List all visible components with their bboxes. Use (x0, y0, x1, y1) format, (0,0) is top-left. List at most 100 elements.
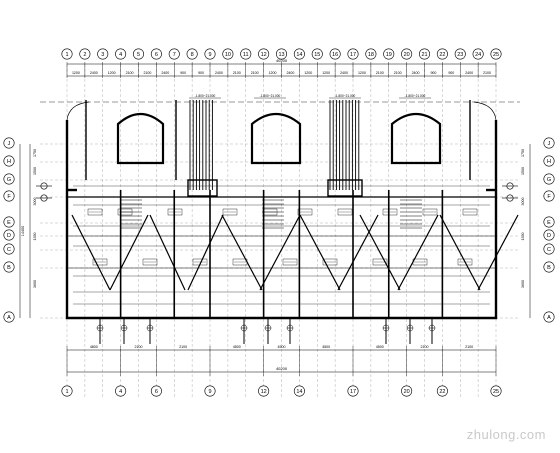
stair-diagonal (397, 214, 439, 291)
bottom-segment-dim: 2100 (421, 345, 429, 349)
bottom-segment-dim: 4500 (278, 345, 286, 349)
bottom-axis-bubble-label: 9 (208, 389, 211, 395)
top-axis-bubble-label: 1 (65, 52, 68, 58)
top-axis-bubble-label: 7 (173, 52, 176, 58)
bottom-segment-dim: 4500 (376, 345, 384, 349)
equipment-tag (457, 258, 473, 266)
top-segment-dim: 2400 (215, 71, 223, 75)
equipment-tag (422, 208, 438, 216)
left-axis-bubble-label: F (7, 194, 11, 200)
left-dim: 1500 (33, 167, 37, 175)
top-axis-bubble-label: 20 (404, 52, 410, 58)
bottom-axis-bubble-label: 22 (439, 389, 445, 395)
top-axis-bubble-circle (222, 48, 234, 60)
left-axis-bubble-label: B (7, 265, 11, 271)
bottom-axis-bubble-circle (258, 385, 270, 397)
left-axis-bubble-circle (3, 216, 15, 228)
equipment-tag (412, 258, 428, 266)
top-axis-bubble-circle (133, 48, 145, 60)
bottom-axis-bubble-circle (401, 385, 413, 397)
stair-diagonal (337, 214, 379, 291)
stair-diagonal (259, 214, 301, 291)
stair-diagonal (221, 214, 263, 291)
equipment-tag (262, 208, 278, 216)
top-axis-bubble-circle (79, 48, 91, 60)
equipment-tag (222, 208, 238, 216)
shaft-box (327, 179, 363, 197)
right-axis-bubble-circle (543, 243, 555, 255)
bottom-segment-dim: 4500 (233, 345, 241, 349)
top-axis-bubble-label: 11 (243, 52, 249, 58)
right-axis-bubble-circle (543, 311, 555, 323)
top-axis-bubble-circle (454, 48, 466, 60)
top-axis-bubble-label: 17 (350, 52, 356, 58)
bottom-axis-bubble-label: 17 (350, 389, 356, 395)
top-segment-dim: 1200 (269, 71, 277, 75)
top-axis-bubble-circle (115, 48, 127, 60)
right-axis-bubble-circle (543, 155, 555, 167)
top-segment-dim: 2400 (90, 71, 98, 75)
top-segment-dim: 1200 (322, 71, 330, 75)
top-axis-bubble-circle (490, 48, 502, 60)
equipment-tag (192, 258, 208, 266)
top-axis-bubble-circle (436, 48, 448, 60)
stair-diagonal (71, 214, 111, 291)
top-segment-dim: 2400 (286, 71, 294, 75)
top-segment-dim: 1200 (108, 71, 116, 75)
equipment-tag (87, 208, 103, 216)
stair-diagonal (109, 214, 149, 291)
bottom-axis-bubble-label: 14 (296, 389, 302, 395)
top-axis-bubble-circle (204, 48, 216, 60)
right-axis-bubble-label: A (547, 315, 551, 321)
top-axis-bubble-label: 13 (278, 52, 284, 58)
bottom-total-dim: 40200 (276, 366, 288, 371)
top-axis-bubble-label: 6 (155, 52, 158, 58)
top-axis-bubble-circle (240, 48, 252, 60)
top-axis-bubble-circle (347, 48, 359, 60)
top-axis-bubble-circle (365, 48, 377, 60)
bottom-axis-bubble-circle (204, 385, 216, 397)
bottom-axis-bubble-label: 20 (404, 389, 410, 395)
right-axis-bubble-circle (543, 173, 555, 185)
top-axis-bubble-label: 5 (137, 52, 140, 58)
bay-balcony (250, 112, 302, 165)
stair-diagonal (359, 214, 401, 291)
top-axis-bubble-label: 24 (475, 52, 481, 58)
right-axis-bubble-circle (543, 261, 555, 273)
right-dim: 1750 (521, 149, 525, 157)
top-segment-dim: 2400 (340, 71, 348, 75)
left-dim: 1750 (33, 149, 37, 157)
equipment-tag (232, 258, 248, 266)
right-axis-bubble-label: C (547, 247, 551, 253)
shaft-box (187, 179, 218, 197)
corner-arc (473, 101, 497, 121)
right-dim: 1500 (521, 167, 525, 175)
bottom-axis-bubble-label: 6 (155, 389, 158, 395)
bottom-axis-bubble-label: 25 (493, 389, 499, 395)
left-dim: 3600 (33, 280, 37, 288)
top-segment-dim: 1200 (304, 71, 312, 75)
bottom-segment-dim: 4800 (90, 345, 98, 349)
top-axis-bubble-circle (472, 48, 484, 60)
exterior-wall (65, 190, 498, 320)
top-axis-bubble-circle (97, 48, 109, 60)
top-segment-dim: 2100 (394, 71, 402, 75)
equipment-tag (117, 208, 133, 216)
left-axis-bubble-circle (3, 261, 15, 273)
left-dim: 1350 (33, 233, 37, 241)
elevation-tag: -1.800~21.000 (260, 94, 281, 98)
left-axis-bubble-label: J (8, 141, 11, 147)
top-segment-dim: 1200 (358, 71, 366, 75)
left-axis-bubble-label: A (7, 315, 11, 321)
elevation-tag: -1.800~21.000 (335, 94, 356, 98)
elevation-tag: -1.800~21.000 (195, 94, 216, 98)
bottom-segment-dim: 2100 (179, 345, 187, 349)
bottom-axis-bubble-label: 1 (65, 389, 68, 395)
top-axis-bubble-circle (293, 48, 305, 60)
equipment-tag (297, 208, 313, 216)
top-axis-bubble-circle (61, 48, 73, 60)
top-segment-dim: 2400 (465, 71, 473, 75)
top-axis-bubble-label: 3 (101, 52, 104, 58)
